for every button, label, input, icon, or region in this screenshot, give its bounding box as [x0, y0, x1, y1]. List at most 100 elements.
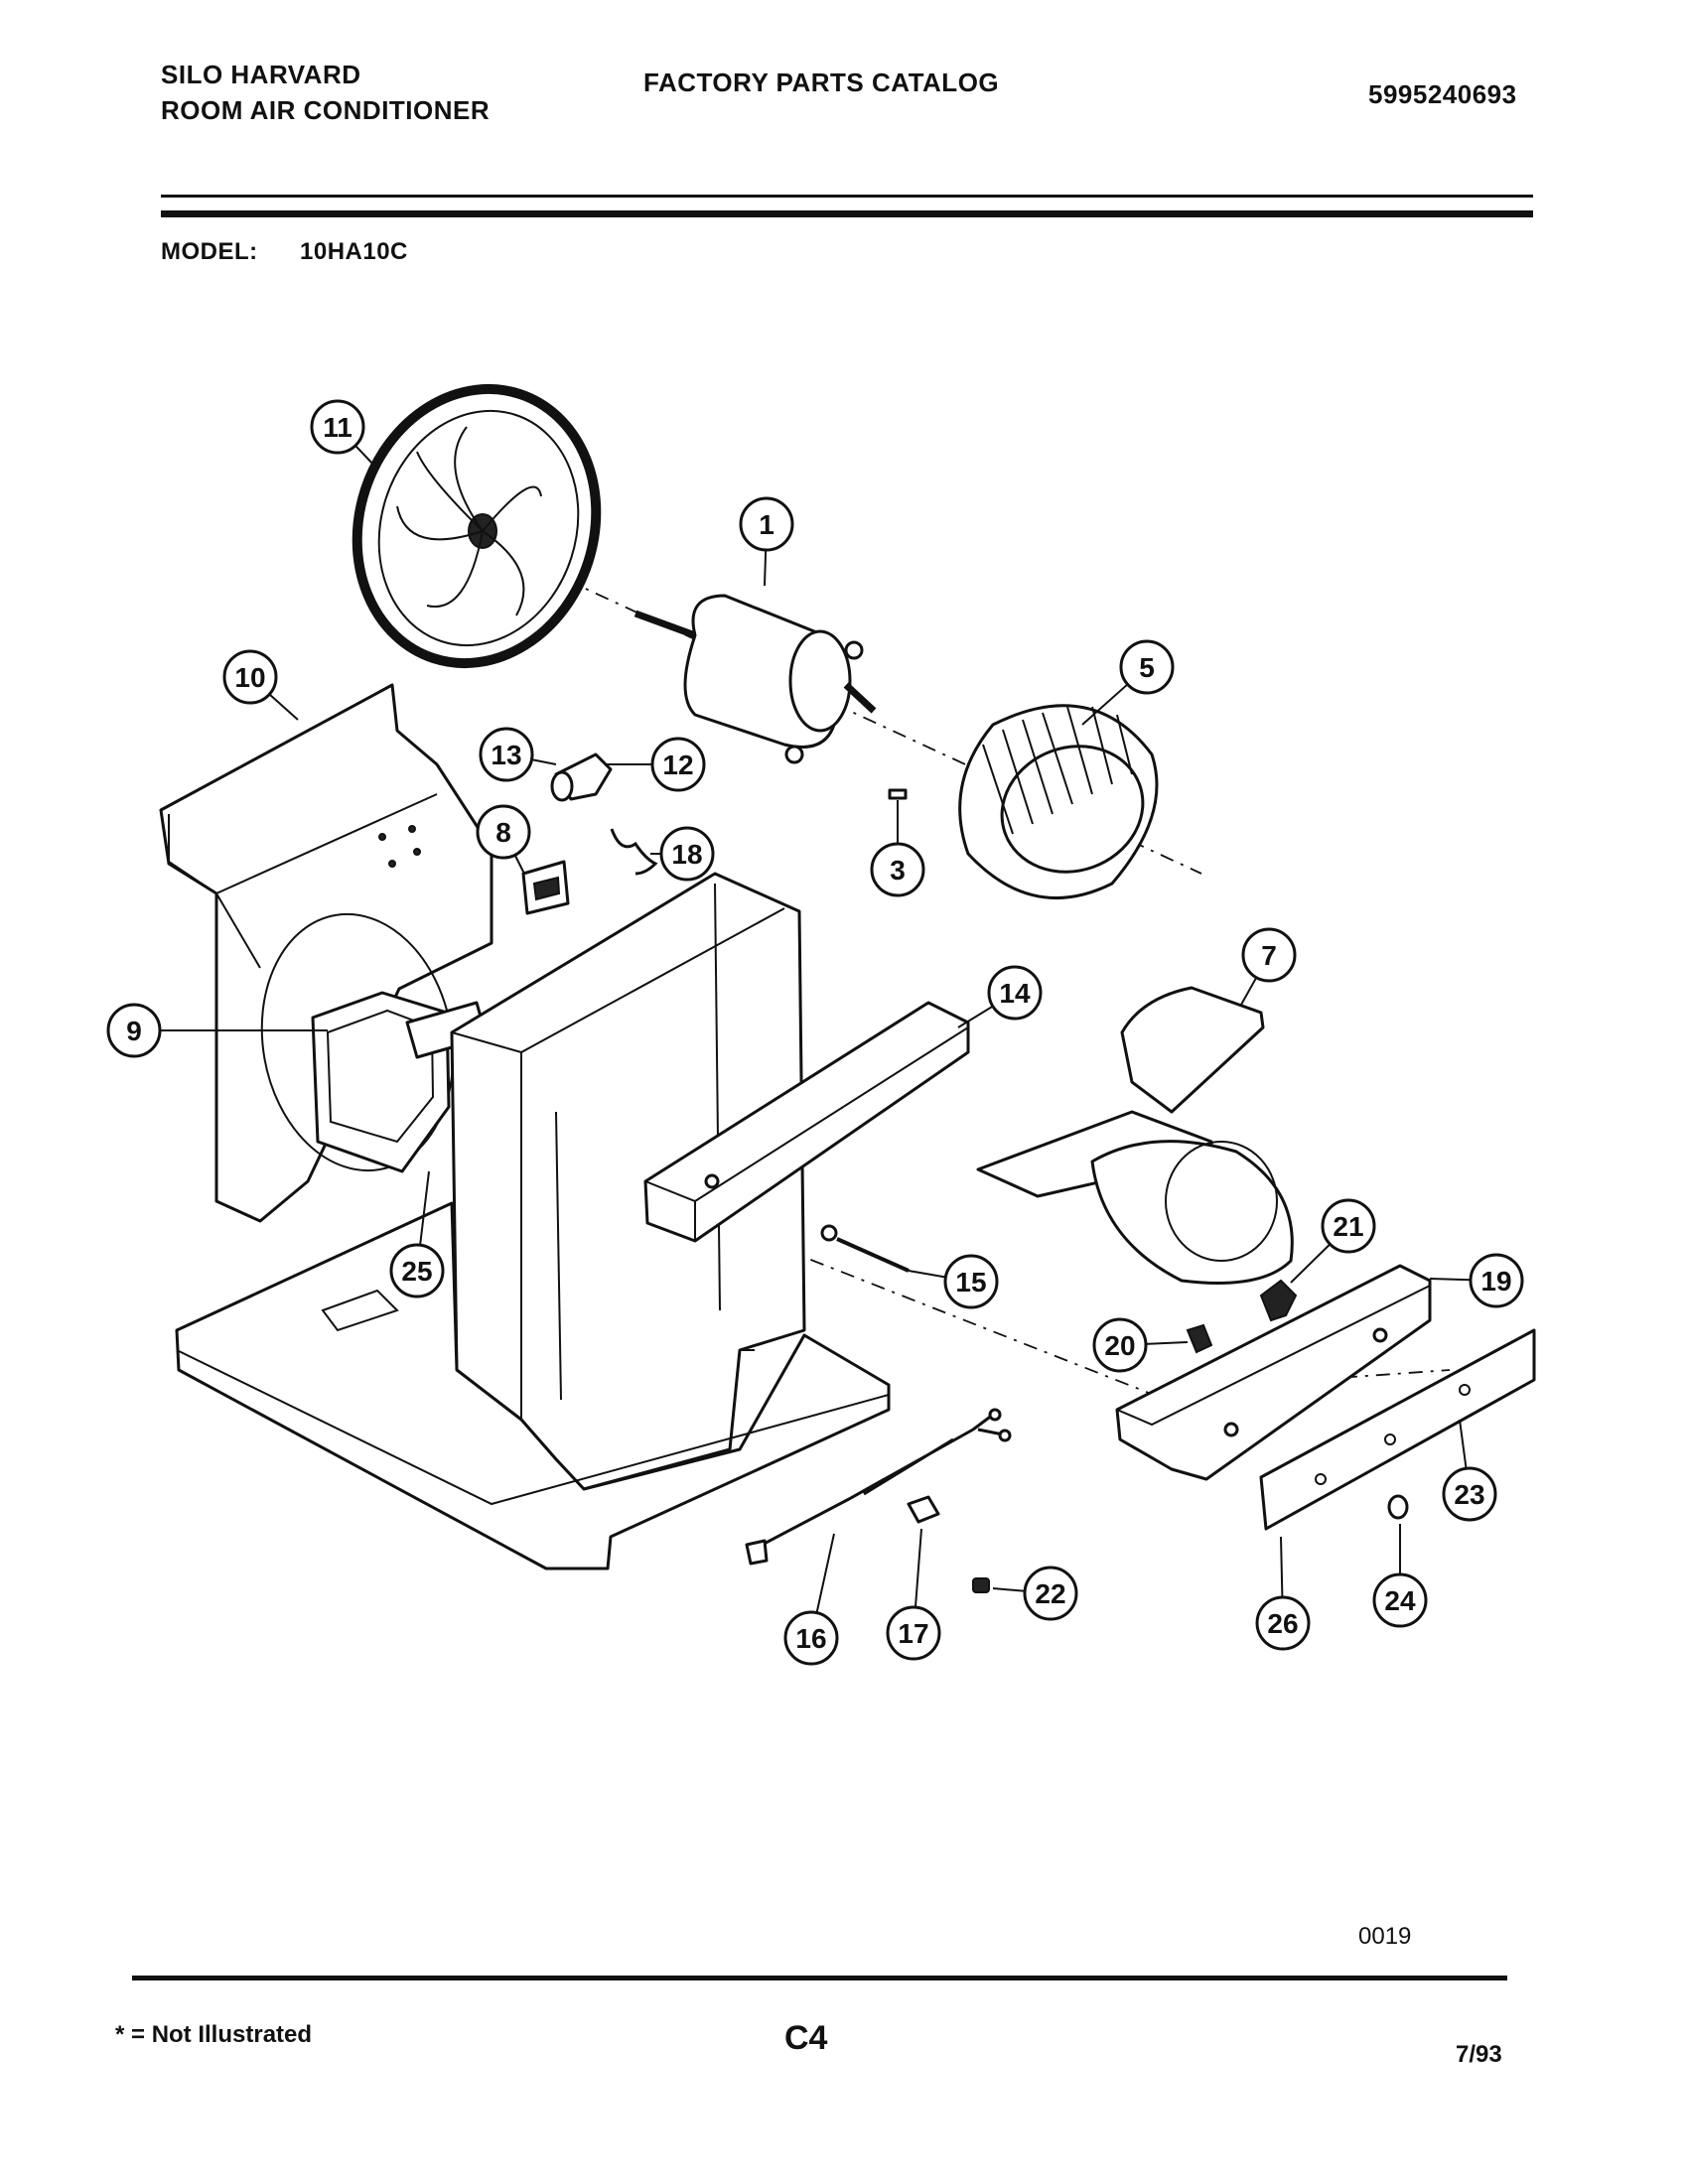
callout-leader-14 — [957, 1005, 994, 1028]
blower-wheel-part — [958, 704, 1159, 900]
model-label: MODEL: — [161, 238, 258, 265]
model-value: 10HA10C — [300, 238, 408, 265]
callout-leader-26 — [1280, 1536, 1284, 1598]
footer-rule — [132, 1976, 1507, 1980]
callout-label-13: 13 — [491, 740, 521, 770]
callout-leader-7 — [1240, 977, 1258, 1006]
catalog-number: 5995240693 — [1368, 79, 1517, 109]
base-axis — [535, 1151, 1193, 1411]
callout-label-12: 12 — [662, 750, 693, 780]
callout-circle-19 — [1469, 1253, 1524, 1308]
power-cord-part — [745, 1408, 1012, 1566]
drain-channel-part — [643, 1001, 970, 1243]
callout-circle-12 — [650, 737, 706, 792]
callout-label-5: 5 — [1139, 652, 1155, 683]
callout-leader-21 — [1290, 1243, 1332, 1284]
callout-leader-10 — [268, 693, 299, 721]
callout-circle-26 — [1255, 1595, 1311, 1651]
callout-circle-22 — [1023, 1566, 1078, 1621]
callout-label-1: 1 — [759, 509, 774, 540]
callout-leader-17 — [914, 1528, 922, 1608]
header-rule-top — [161, 195, 1533, 198]
small-bracket-part — [521, 860, 570, 915]
callout-label-26: 26 — [1267, 1608, 1298, 1639]
cord-clip-part — [1186, 1323, 1213, 1354]
callout-circle-9 — [106, 1003, 162, 1058]
knob-part — [1387, 1494, 1409, 1520]
callout-circle-20 — [1092, 1317, 1148, 1373]
revision-date: 7/93 — [1456, 2041, 1502, 2068]
brand-line-1: SILO HARVARD — [161, 60, 361, 89]
thermostat-part — [1259, 1279, 1298, 1322]
callout-circle-17 — [886, 1605, 941, 1661]
callout-circle-23 — [1442, 1466, 1497, 1522]
callout-label-18: 18 — [671, 839, 702, 870]
callout-label-21: 21 — [1333, 1211, 1363, 1242]
fan-wheel-part — [352, 383, 602, 669]
callout-label-22: 22 — [1035, 1578, 1065, 1609]
wire-clip-part — [610, 828, 658, 876]
callout-label-8: 8 — [495, 817, 511, 848]
callout-circle-5 — [1119, 639, 1175, 695]
header-rule-bottom — [161, 210, 1533, 217]
callout-circle-7 — [1241, 927, 1297, 983]
fan-motor-part — [633, 594, 877, 764]
callout-label-9: 9 — [126, 1016, 142, 1046]
callout-label-23: 23 — [1454, 1479, 1484, 1510]
strain-relief-part — [907, 1495, 940, 1524]
switch-part — [550, 752, 613, 802]
callout-circle-25 — [389, 1243, 445, 1298]
callout-leader-16 — [815, 1533, 835, 1613]
callout-leader-25 — [419, 1170, 430, 1246]
callout-circle-24 — [1372, 1572, 1428, 1628]
blower-scroll-part — [976, 986, 1294, 1285]
base-pan-part — [175, 1201, 891, 1570]
callout-circle-8 — [476, 804, 531, 860]
callout-label-19: 19 — [1480, 1266, 1511, 1297]
callout-circle-21 — [1321, 1198, 1376, 1254]
callout-leader-5 — [1081, 683, 1129, 726]
callout-label-15: 15 — [955, 1267, 986, 1297]
callout-circle-16 — [783, 1610, 839, 1666]
callout-circle-10 — [222, 649, 278, 705]
figure-code: 0019 — [1358, 1923, 1411, 1950]
page-number: C4 — [784, 2019, 828, 2057]
callout-label-10: 10 — [234, 662, 265, 693]
callout-label-16: 16 — [795, 1623, 826, 1654]
callout-label-24: 24 — [1384, 1585, 1416, 1616]
callout-circle-1 — [739, 496, 794, 552]
callout-label-11: 11 — [323, 412, 352, 443]
callout-circle-15 — [943, 1254, 999, 1309]
callout-circle-11 — [310, 399, 365, 455]
callout-leader-11 — [354, 445, 376, 468]
callout-label-7: 7 — [1261, 940, 1277, 971]
callout-label-3: 3 — [890, 855, 906, 886]
orifice-housing-part — [311, 991, 489, 1173]
shaft-key-part — [888, 788, 908, 800]
callout-leader-1 — [764, 549, 768, 587]
callout-circle-14 — [987, 965, 1043, 1021]
catalog-title: FACTORY PARTS CATALOG — [643, 68, 1000, 97]
grommet-part — [972, 1577, 990, 1593]
callout-leader-13 — [531, 758, 557, 765]
callout-label-17: 17 — [898, 1618, 928, 1649]
control-panel-part — [1259, 1328, 1536, 1531]
callout-leader-23 — [1459, 1419, 1468, 1469]
callout-label-14: 14 — [999, 978, 1031, 1009]
callout-leader-20 — [1145, 1341, 1189, 1345]
brand-line-2: ROOM AIR CONDITIONER — [161, 95, 491, 125]
control-bracket-part — [1115, 1264, 1432, 1481]
callout-leader-15 — [908, 1270, 946, 1279]
callout-circle-3 — [870, 842, 925, 897]
callout-leader-22 — [992, 1587, 1026, 1592]
callout-label-25: 25 — [401, 1256, 432, 1287]
screw-part — [820, 1224, 910, 1273]
footer-note: * = Not Illustrated — [115, 2021, 313, 2048]
callout-leader-19 — [1429, 1278, 1472, 1282]
callout-circle-18 — [659, 826, 715, 882]
callout-label-20: 20 — [1104, 1330, 1135, 1361]
callout-leader-8 — [513, 854, 525, 875]
callout-circle-13 — [479, 727, 534, 782]
